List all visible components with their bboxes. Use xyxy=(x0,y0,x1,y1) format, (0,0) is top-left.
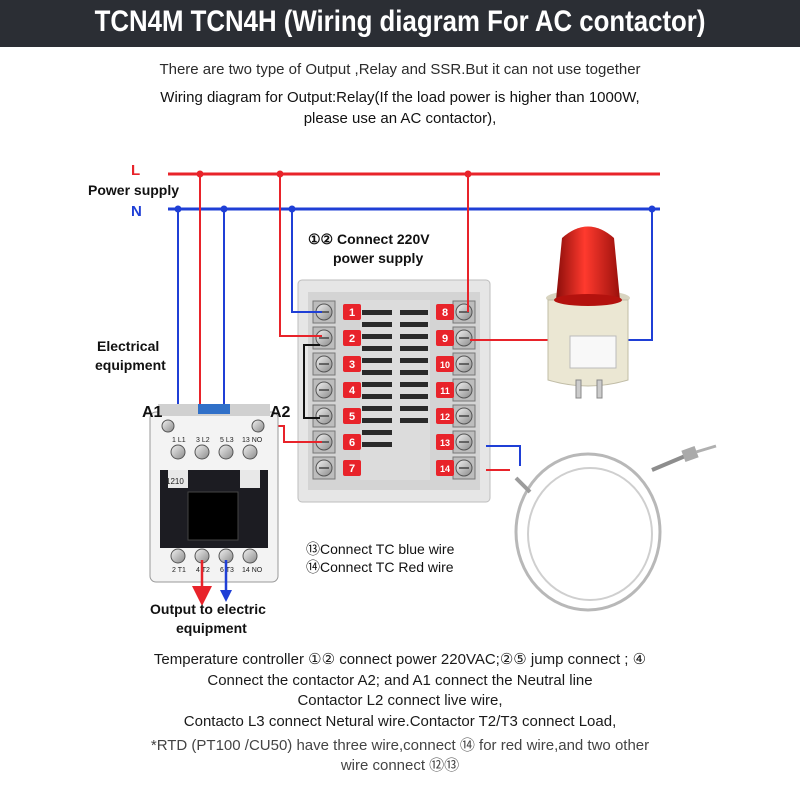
svg-text:2 T1: 2 T1 xyxy=(172,567,186,574)
terminal-number-11: 11 xyxy=(440,386,450,396)
terminal-2: 2 xyxy=(312,326,361,350)
terminal-5: 5 xyxy=(312,404,361,428)
terminal-number-14: 14 xyxy=(440,464,450,474)
ac-contactor: 1 L1 3 L2 5 L3 13 NO 2 T1 4 T2 6 T3 14 N… xyxy=(149,404,279,583)
terminal-number-9: 9 xyxy=(442,333,448,345)
wire-neutral-to-lamp xyxy=(622,209,653,341)
svg-text:1 L1: 1 L1 xyxy=(172,437,186,444)
a2-label: A2 xyxy=(270,404,291,421)
svg-text:13 NO: 13 NO xyxy=(242,437,263,444)
a1-label: A1 xyxy=(142,404,163,421)
terminal-4: 4 xyxy=(312,378,361,402)
svg-text:14 NO: 14 NO xyxy=(242,567,263,574)
alarm-lamp xyxy=(546,226,630,399)
header-bar: TCN4M TCN4H (Wiring diagram For AC conta… xyxy=(0,0,800,47)
desc-line-2: Connect the contactor A2; and A1 connect… xyxy=(207,672,593,689)
terminal-number-8: 8 xyxy=(442,307,448,319)
svg-text:3 L2: 3 L2 xyxy=(196,437,210,444)
intro-line-3: please use an AC contactor), xyxy=(303,110,497,127)
electrical-equipment-label-1: Electrical xyxy=(97,338,160,354)
svg-text:1210: 1210 xyxy=(166,477,184,486)
terminal-14: 14 xyxy=(436,456,476,480)
desc-line-1: Temperature controller ①② connect power … xyxy=(153,651,647,668)
terminals-left: 1 2 3 4 5 6 7 xyxy=(312,300,361,480)
terminal-12: 12 xyxy=(436,404,476,428)
connect-220v-label: ①② Connect 220V xyxy=(308,231,430,247)
terminal-1: 1 xyxy=(312,300,361,324)
intro-line-2: Wiring diagram for Output:Relay(If the l… xyxy=(160,89,640,106)
svg-text:5 L3: 5 L3 xyxy=(220,437,234,444)
wire-live-to-2 xyxy=(279,174,322,337)
power-supply-label: Power supply xyxy=(88,182,180,198)
desc-line-3: Contactor L2 connect live wire, xyxy=(297,692,503,709)
terminal-number-3: 3 xyxy=(349,359,355,371)
desc-line-6: wire connect ⑫⑬ xyxy=(340,757,460,774)
power-supply-label-2: power supply xyxy=(333,250,424,266)
terminal-6: 6 xyxy=(312,430,361,454)
terminal-9: 9 xyxy=(436,326,476,350)
terminal-10: 10 xyxy=(436,352,476,376)
terminal-number-2: 2 xyxy=(349,333,355,345)
intro-line-1: There are two type of Output ,Relay and … xyxy=(159,61,641,78)
output-label-2: equipment xyxy=(176,620,247,636)
terminal-7: 7 xyxy=(312,456,361,480)
thermocouple-probe xyxy=(486,444,717,612)
neutral-label: N xyxy=(131,203,142,220)
live-label: L xyxy=(131,162,141,179)
desc-line-5: *RTD (PT100 /CU50) have three wire,conne… xyxy=(150,737,650,754)
terminal-number-13: 13 xyxy=(440,438,450,448)
terminal-11: 11 xyxy=(436,378,476,402)
terminals-right: 8 9 10 11 12 13 14 xyxy=(436,300,476,480)
electrical-equipment-label-2: equipment xyxy=(95,357,166,373)
tc-red-label: ⑭Connect TC Red wire xyxy=(306,559,454,575)
terminal-3: 3 xyxy=(312,352,361,376)
page-title: TCN4M TCN4H (Wiring diagram For AC conta… xyxy=(94,5,706,38)
terminal-number-6: 6 xyxy=(349,437,355,449)
output-label-1: Output to electric xyxy=(150,601,266,617)
vent-slots xyxy=(362,310,428,447)
terminal-number-12: 12 xyxy=(440,412,450,422)
desc-line-4: Contacto L3 connect Netural wire.Contact… xyxy=(183,713,617,730)
output-arrow-blue-head xyxy=(220,590,232,602)
terminal-13: 13 xyxy=(436,430,476,454)
terminal-number-1: 1 xyxy=(349,307,355,319)
terminal-number-7: 7 xyxy=(349,463,355,475)
jumper-2-5 xyxy=(303,344,320,419)
terminal-number-10: 10 xyxy=(440,360,450,370)
terminal-8: 8 xyxy=(436,300,476,324)
tc-blue-label: ⑬Connect TC blue wire xyxy=(306,541,455,557)
wire-neutral-to-1 xyxy=(291,209,322,313)
terminal-number-4: 4 xyxy=(349,385,356,397)
terminal-number-5: 5 xyxy=(349,411,355,423)
